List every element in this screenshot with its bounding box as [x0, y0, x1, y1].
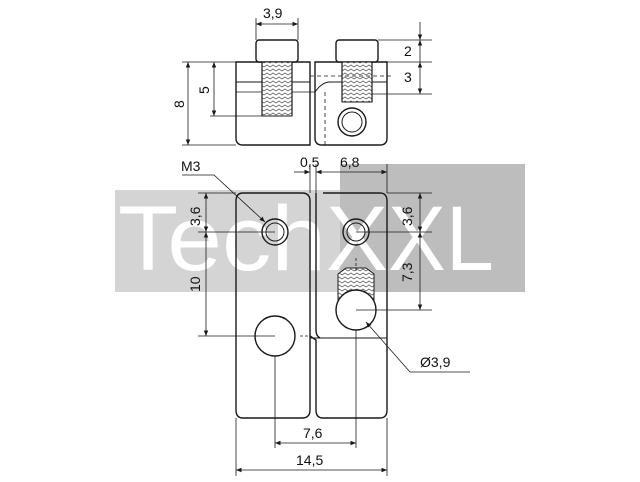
dim-hole-spacing: 7,6: [303, 425, 323, 441]
top-view: [235, 39, 392, 146]
label-thread-m3: M3: [181, 158, 201, 174]
dim-top-inner: 5: [196, 86, 212, 94]
dim-bore: Ø3,9: [420, 354, 451, 370]
watermark-text-xl: XL: [388, 188, 494, 290]
front-view-left-block: [235, 192, 311, 419]
dim-top-width: 3,9: [263, 5, 283, 21]
dim-left-hole: 3,6: [187, 206, 203, 226]
top-view-dimensions: [182, 18, 432, 146]
front-view-dimensions: [182, 164, 470, 476]
top-view-left-screw-head: [255, 39, 299, 63]
watermark: Tech X XL: [115, 164, 525, 292]
dim-gap: 0,5: [300, 154, 320, 170]
dim-right-drop: 7,3: [399, 262, 415, 282]
watermark-text-tech: Tech: [118, 188, 326, 290]
top-view-left-thread: [261, 61, 293, 117]
top-view-right-screw-head: [335, 39, 379, 63]
front-view-right-block: [309, 192, 388, 419]
dim-top-thread: 3: [404, 69, 412, 85]
dim-right-width: 6,8: [340, 154, 360, 170]
dim-total-width: 14,5: [296, 452, 323, 468]
top-view-right-thread: [341, 61, 373, 103]
watermark-box: [340, 164, 525, 292]
dim-top-head: 2: [404, 43, 412, 59]
dim-left-drop: 10: [187, 276, 203, 292]
dim-right-hole: 3,6: [399, 206, 415, 226]
dim-top-height: 8: [171, 100, 187, 108]
